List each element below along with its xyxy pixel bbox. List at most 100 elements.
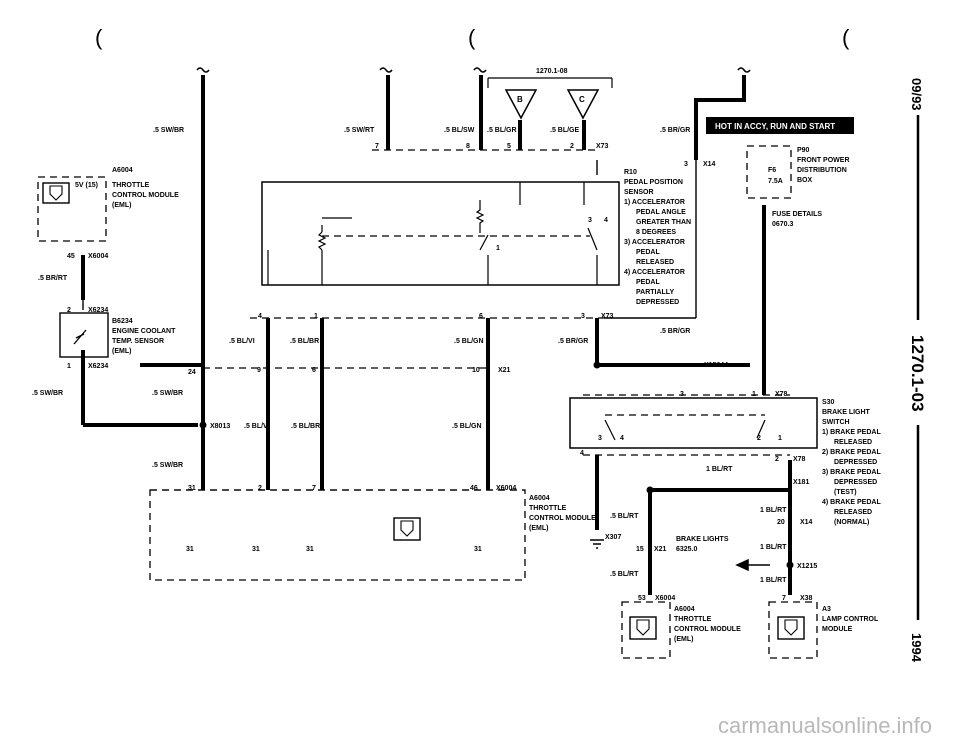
svg-text:2: 2 [258, 485, 262, 492]
page-mark-left: ( [95, 25, 103, 50]
wire-label: .5 SW/BR [152, 390, 183, 397]
svg-text:31: 31 [186, 546, 194, 553]
svg-text:20: 20 [777, 519, 785, 526]
ref-bracket: 1270.1-08 B C [487, 68, 613, 120]
wire-label: .5 BL/BR [290, 338, 319, 345]
fuse-rating: 7.5A [768, 178, 783, 185]
junction-dots [199, 361, 794, 569]
connector-label: X78 [775, 391, 788, 398]
side-strip: 09/93 1270.1-03 1994 [908, 78, 927, 663]
svg-text:DISTRIBUTION: DISTRIBUTION [797, 167, 847, 174]
connector-label: X6004 [496, 485, 516, 492]
wire-label: .5 BR/GR [660, 328, 690, 335]
wire-label: .5 SW/BR [32, 390, 63, 397]
svg-text:3: 3 [684, 161, 688, 168]
svg-text:3: 3 [581, 313, 585, 320]
wire-label: .5 BL/GN [452, 423, 482, 430]
wires [81, 75, 792, 595]
connector-label: X307 [605, 534, 621, 541]
connector-label: X78 [793, 456, 806, 463]
svg-text:FRONT POWER: FRONT POWER [797, 157, 850, 164]
svg-text:THROTTLE: THROTTLE [674, 616, 712, 623]
svg-text:4) BRAKE PEDAL: 4) BRAKE PEDAL [822, 499, 881, 506]
svg-text:2: 2 [775, 456, 779, 463]
svg-text:(NORMAL): (NORMAL) [834, 519, 869, 526]
svg-text:RELEASED: RELEASED [636, 259, 674, 266]
svg-text:3: 3 [588, 217, 592, 224]
ref-label: 1270.1-08 [536, 68, 568, 75]
component-id: A6004 [112, 167, 133, 174]
connector-label: X21 [654, 546, 667, 553]
wire-breaks [196, 67, 751, 73]
svg-text:BRAKE LIGHTS: BRAKE LIGHTS [676, 536, 729, 543]
pps-internals [267, 182, 766, 441]
svg-text:THROTTLE: THROTTLE [112, 182, 150, 189]
component-id: A3 [822, 606, 831, 613]
connector-label: X21 [498, 367, 511, 374]
svg-text:4: 4 [604, 217, 608, 224]
svg-text:4: 4 [258, 313, 262, 320]
section-code: 1270.1-03 [908, 335, 927, 412]
svg-text:MODULE: MODULE [822, 626, 853, 633]
component-id: R10 [624, 169, 637, 176]
component-id: B6234 [112, 318, 133, 325]
connector-label: X38 [800, 595, 813, 602]
svg-text:PARTIALLY: PARTIALLY [636, 289, 674, 296]
svg-text:4: 4 [580, 450, 584, 457]
svg-text:4) ACCELERATOR: 4) ACCELERATOR [624, 269, 685, 276]
connector-label: X6234 [88, 363, 108, 370]
connector-label: X6004 [88, 253, 108, 260]
svg-text:0670.3: 0670.3 [772, 221, 794, 228]
svg-text:5: 5 [507, 143, 511, 150]
connector-label: X73 [596, 143, 609, 150]
svg-text:31: 31 [252, 546, 260, 553]
svg-text:6: 6 [479, 313, 483, 320]
connector-label: X181 [793, 479, 809, 486]
wire-label: .5 BR/GR [558, 338, 588, 345]
svg-text:1: 1 [496, 245, 500, 252]
svg-text:15: 15 [636, 546, 644, 553]
module-icons [393, 517, 805, 640]
svg-text:SWITCH: SWITCH [822, 419, 850, 426]
wire-label: .5 SW/BR [153, 127, 184, 134]
hot-banner-text: HOT IN ACCY, RUN AND START [715, 122, 835, 131]
wire-label: 1 BL/RT [706, 466, 733, 473]
svg-text:3) BRAKE PEDAL: 3) BRAKE PEDAL [822, 469, 881, 476]
svg-text:3) ACCELERATOR: 3) ACCELERATOR [624, 239, 685, 246]
connector-dashes [37, 145, 818, 659]
wire-label: .5 BL/SW [444, 127, 475, 134]
left-components [42, 182, 109, 358]
wire-label: .5 SW/BR [152, 462, 183, 469]
wire-label: .5 BL/GN [454, 338, 484, 345]
connector-label: X14 [703, 161, 716, 168]
svg-text:8 DEGREES: 8 DEGREES [636, 229, 676, 236]
wire-label: .5 SW/RT [344, 127, 375, 134]
svg-text:CONTROL MODULE: CONTROL MODULE [674, 626, 741, 633]
svg-text:CONTROL MODULE: CONTROL MODULE [112, 192, 179, 199]
svg-text:31: 31 [188, 485, 196, 492]
connector-label: X15044 [704, 362, 728, 369]
svg-text:PEDAL: PEDAL [636, 279, 660, 286]
svg-text:7: 7 [375, 143, 379, 150]
svg-text:(TEST): (TEST) [834, 489, 857, 496]
svg-text:PEDAL POSITION: PEDAL POSITION [624, 179, 683, 186]
watermark: carmanualsonline.info [718, 713, 932, 738]
svg-text:2: 2 [757, 435, 761, 442]
wire-label: 1 BL/RT [760, 577, 787, 584]
svg-text:TEMP. SENSOR: TEMP. SENSOR [112, 338, 164, 345]
svg-text:PEDAL ANGLE: PEDAL ANGLE [636, 209, 686, 216]
connector-label: X73 [601, 313, 614, 320]
svg-text:53: 53 [638, 595, 646, 602]
svg-text:(EML): (EML) [529, 525, 548, 532]
wire-label: .5 BL/BR [291, 423, 320, 430]
thin-wires [82, 160, 697, 319]
svg-text:1) BRAKE PEDAL: 1) BRAKE PEDAL [822, 429, 881, 436]
year-label: 1994 [909, 633, 924, 663]
svg-text:45: 45 [67, 253, 75, 260]
svg-text:5V (15): 5V (15) [75, 182, 98, 189]
svg-text:SENSOR: SENSOR [624, 189, 654, 196]
svg-text:1: 1 [314, 313, 318, 320]
svg-text:C: C [579, 95, 585, 104]
svg-text:1) ACCELERATOR: 1) ACCELERATOR [624, 199, 685, 206]
wire-label: .5 BL/GE [550, 127, 580, 134]
